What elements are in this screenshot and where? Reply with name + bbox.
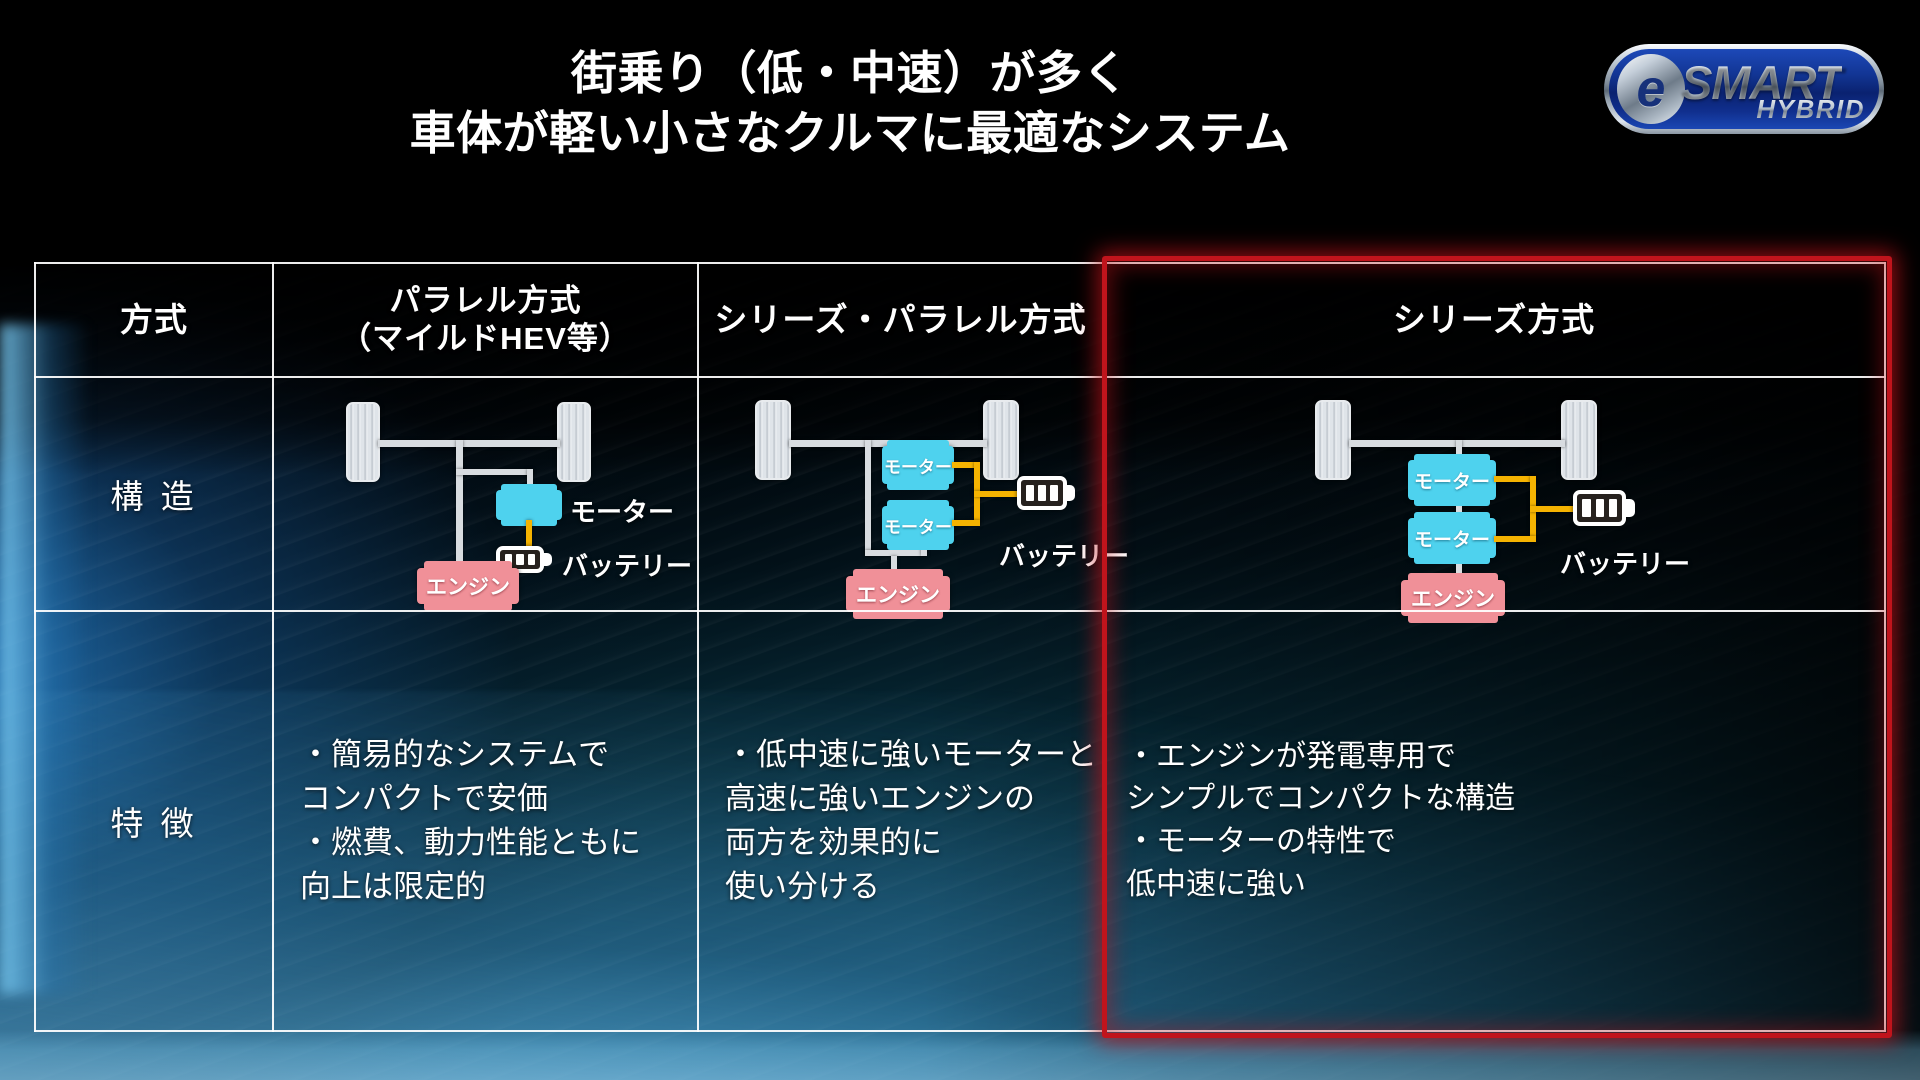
power-wire-upper: [1494, 476, 1536, 482]
drive-shaft: [1456, 440, 1462, 464]
background-bottom-strip: [0, 1030, 1920, 1080]
axle-bar: [378, 440, 560, 447]
battery-label: バッテリー: [999, 541, 1130, 571]
page-title-line-2: 車体が軽い小さなクルマに最適なシステム: [409, 106, 1291, 159]
power-wire-to-battery: [974, 491, 1022, 497]
battery-icon: [1573, 490, 1635, 526]
page-title: 街乗り（低・中速）が多く 車体が軽い小さなクルマに最適なシステム: [0, 44, 1700, 164]
motor-block-upper: モーター: [882, 440, 954, 490]
power-wire-to-battery: [1530, 506, 1578, 512]
motor-label: モーター: [570, 497, 675, 527]
diagram-series-parallel: モーター モーター エンジン バッテリー: [699, 378, 1129, 619]
background-left-glow: [0, 324, 90, 994]
features-series: ・エンジンが発電専用で シンプルでコンパクトな構造 ・モーターの特性で 低中速に…: [1126, 739, 1516, 901]
battery-label: バッテリー: [1560, 549, 1691, 579]
motor-link-vertical: [527, 469, 533, 491]
wheel-left-icon: [1315, 400, 1351, 480]
engine-block: エンジン: [417, 561, 519, 611]
wheel-right-icon: [983, 400, 1019, 480]
engine-rail: [865, 550, 927, 556]
header-series: シリーズ方式: [1392, 300, 1596, 338]
motor-block-upper: モーター: [1408, 454, 1496, 506]
row-label-features: 特 徴: [110, 805, 198, 842]
motor-block: [496, 484, 562, 526]
battery-body: [1017, 476, 1067, 510]
motor-link: [1456, 496, 1462, 518]
slide-header: 街乗り（低・中速）が多く 車体が軽い小さなクルマに最適なシステム e SMART…: [0, 0, 1920, 200]
power-wire-lower: [952, 520, 980, 526]
table-divider-col-1-2: [697, 262, 699, 1032]
engine-link: [1456, 556, 1462, 584]
power-wire-lower: [1494, 536, 1536, 542]
e-smart-hybrid-logo: e SMART HYBRID: [1604, 44, 1884, 134]
diagram-series: モーター モーター エンジン バッテリー: [1104, 378, 1884, 623]
wheel-right-icon: [1561, 400, 1597, 480]
logo-hybrid-text: HYBRID: [1756, 94, 1865, 124]
features-parallel: ・簡易的なシステムで コンパクトで安価 ・燃費、動力性能ともに 向上は限定的: [300, 736, 641, 905]
table-divider-col-label: [272, 262, 274, 1032]
table-border-top: [34, 262, 1886, 264]
wheel-left-icon: [755, 400, 791, 480]
battery-terminal: [1065, 484, 1075, 502]
logo-e-mark: e: [1617, 54, 1685, 124]
table-border-bottom: [34, 1030, 1886, 1032]
table-border-right: [1884, 262, 1886, 1032]
drive-shaft: [456, 440, 463, 570]
header-method: 方式: [120, 300, 188, 338]
row-label-structure: 構 造: [110, 478, 198, 515]
table-divider-header: [34, 376, 1886, 378]
header-parallel: パラレル方式 （マイルドHEV等）: [340, 283, 631, 356]
motor-link-horizontal: [456, 469, 533, 475]
wheel-left-icon: [346, 402, 380, 482]
header-series-parallel: シリーズ・パラレル方式: [714, 300, 1087, 338]
page-title-line-1: 街乗り（低・中速）が多く: [571, 47, 1129, 99]
battery-terminal: [543, 553, 552, 566]
engine-block: エンジン: [846, 569, 950, 619]
logo-smart-text: SMART: [1681, 56, 1843, 109]
diagram-parallel: エンジン モーター バッテリー: [274, 378, 697, 611]
logo-inner-badge: e SMART HYBRID: [1609, 49, 1879, 129]
power-wire: [526, 520, 532, 552]
comparison-table: 方式 パラレル方式 （マイルドHEV等） シリーズ・パラレル方式 シリーズ方式 …: [34, 262, 1886, 1032]
power-wire-upper: [952, 462, 980, 468]
battery-label: バッテリー: [562, 551, 693, 581]
battery-terminal: [1625, 499, 1635, 517]
drive-shaft-left: [865, 440, 871, 556]
battery-icon: [1017, 476, 1075, 510]
battery-body: [496, 546, 545, 573]
motor-block-lower: モーター: [1408, 512, 1496, 564]
features-series-parallel: ・低中速に強いモーターと 高速に強いエンジンの 両方を効果的に 使い分ける: [725, 736, 1097, 905]
battery-icon: [496, 546, 552, 573]
wheel-right-icon: [557, 402, 591, 482]
battery-body: [1573, 490, 1627, 526]
motor-block-lower: モーター: [882, 500, 954, 550]
engine-link-down: [891, 556, 897, 578]
table-divider-structure-features: [34, 610, 1886, 612]
table-divider-col-2-3: [1102, 262, 1104, 1032]
table-border-left: [34, 262, 36, 1032]
